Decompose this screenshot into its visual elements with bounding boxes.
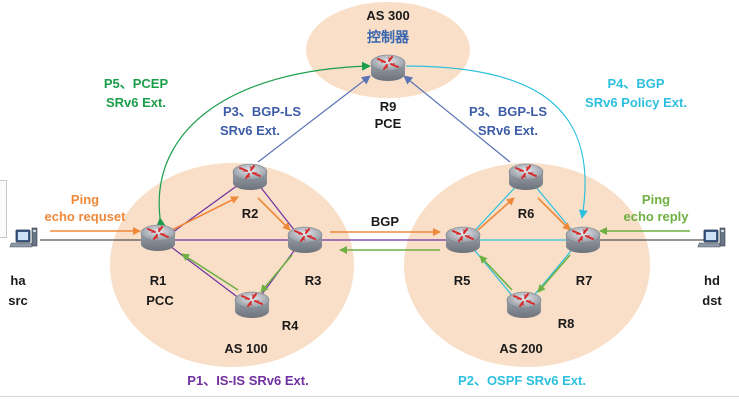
host-hd-role: dst <box>702 293 722 308</box>
pcep-session <box>156 61 371 227</box>
p2-ospf-label: P2、OSPF SRv6 Ext. <box>458 373 586 388</box>
router-r7-label: R7 <box>576 273 593 288</box>
router-r8-label: R8 <box>558 316 575 331</box>
router-r9-icon <box>370 54 406 82</box>
router-r3-label: R3 <box>305 273 322 288</box>
p3-left-label-line2: SRv6 Ext. <box>220 123 280 138</box>
bgp-ls-r6-r9 <box>403 75 511 163</box>
ping-request-label-line1: Ping <box>71 192 99 207</box>
as100-title: AS 100 <box>224 341 267 356</box>
p5-pcep-label-line2: SRv6 Ext. <box>106 95 166 110</box>
ping-reply-label-line2: echo reply <box>623 209 689 224</box>
as100-area <box>110 163 354 367</box>
p4-bgp-label-line1: P4、BGP <box>607 76 664 91</box>
router-r1-label: R1 <box>150 273 167 288</box>
srv6-path-as200 <box>477 197 571 293</box>
bgp-link-label: BGP <box>371 214 400 229</box>
as300-subtitle: 控制器 <box>367 29 410 46</box>
router-r6-label: R6 <box>518 206 535 221</box>
host-hd-label: hd <box>704 273 720 288</box>
router-r7-icon <box>565 226 601 254</box>
p3-right-label-line2: SRv6 Ext. <box>478 123 538 138</box>
bgp-srv6-policy-session <box>405 65 588 219</box>
router-r1-icon <box>140 224 176 252</box>
router-r1-role: PCC <box>146 293 174 308</box>
router-r9-role: PCE <box>375 116 402 131</box>
ping-request-label-line2: echo requset <box>45 209 127 224</box>
p3-left-label-line1: P3、BGP-LS <box>223 104 301 119</box>
ping-reply-label-line1: Ping <box>642 192 670 207</box>
router-r2-icon <box>232 163 268 191</box>
router-r2-label: R2 <box>242 206 259 221</box>
p5-pcep-label-line1: P5、PCEP <box>104 76 169 91</box>
router-r8-icon <box>506 291 542 319</box>
router-r4-icon <box>234 291 270 319</box>
router-r4-label: R4 <box>282 318 299 333</box>
as200-title: AS 200 <box>499 341 542 356</box>
router-r5-label: R5 <box>454 273 471 288</box>
p4-bgp-label-line2: SRv6 Policy Ext. <box>585 95 687 110</box>
as300-title: AS 300 <box>366 8 409 23</box>
bottom-divider <box>0 396 739 397</box>
window-edge-tab <box>0 180 7 238</box>
router-r5-icon <box>445 226 481 254</box>
host-ha-role: src <box>8 293 28 308</box>
router-r3-icon <box>287 226 323 254</box>
host-ha-label: ha <box>10 273 26 288</box>
as200-area <box>404 163 650 367</box>
p3-right-label-line1: P3、BGP-LS <box>469 104 547 119</box>
bgp-ls-r2-r9 <box>257 75 371 163</box>
host-ha-computer-icon <box>9 227 38 248</box>
router-r6-icon <box>508 163 544 191</box>
p1-isis-label: P1、IS-IS SRv6 Ext. <box>187 373 308 388</box>
host-hd-computer-icon <box>697 227 726 248</box>
router-r9-label: R9 <box>380 99 397 114</box>
